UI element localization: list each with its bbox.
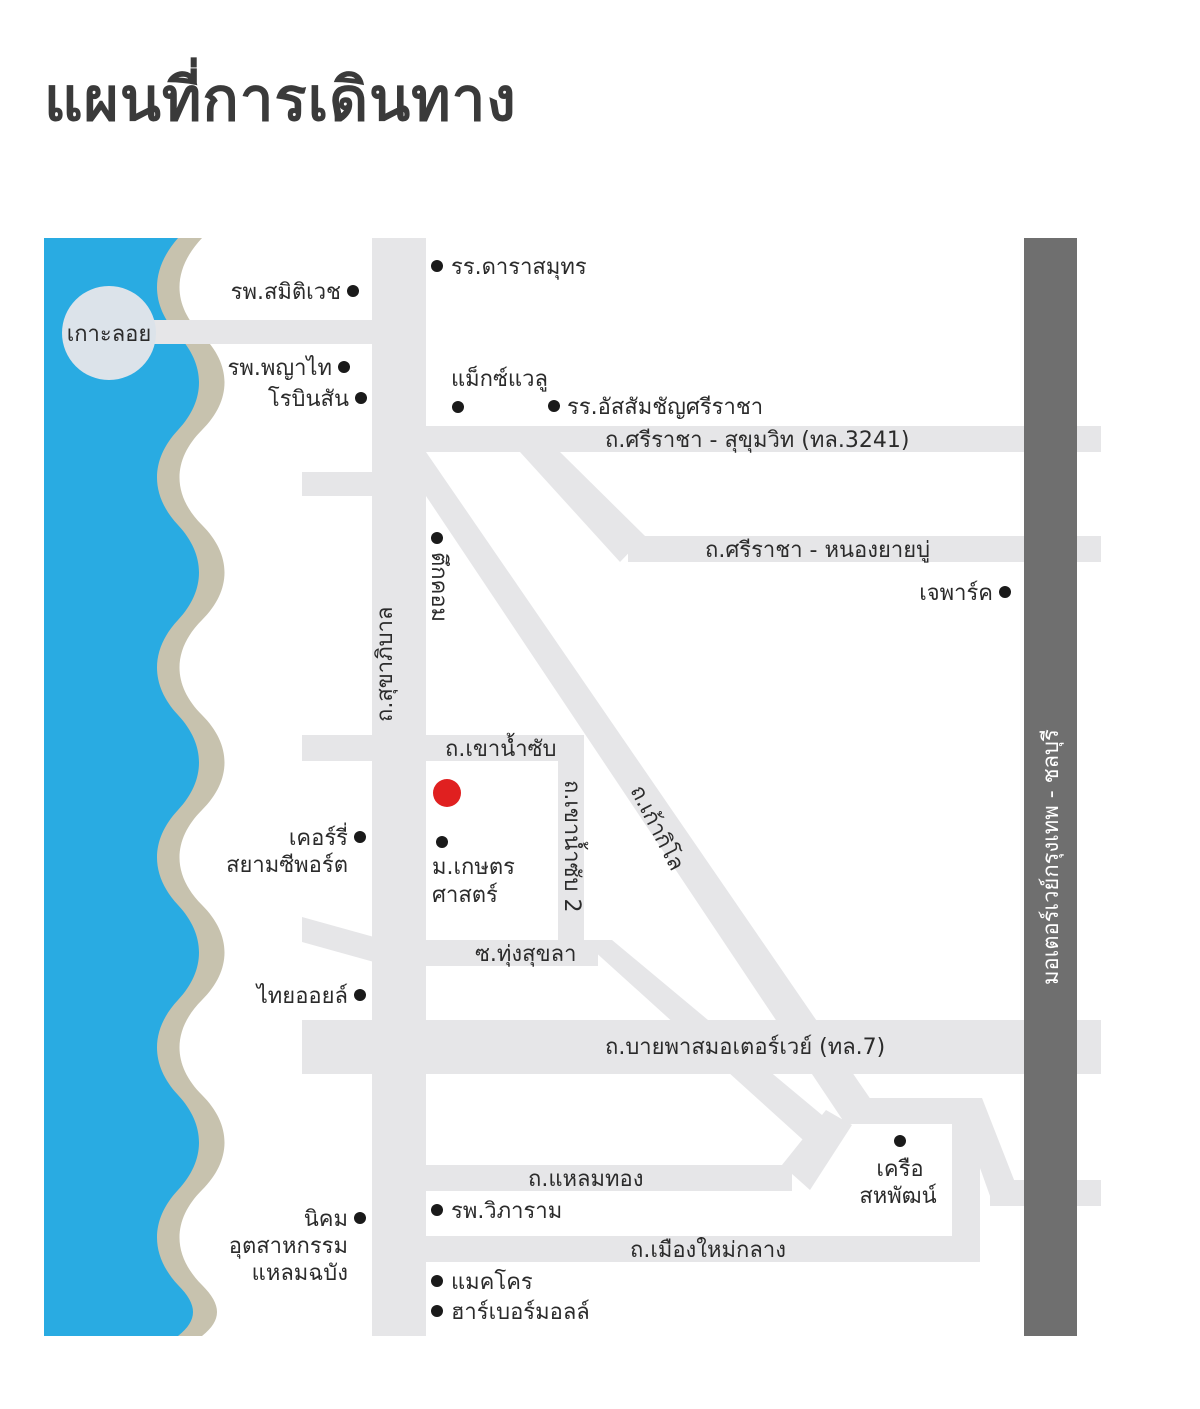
poi-dot-dara <box>431 260 443 272</box>
poi-label-samitivej: รพ.สมิติเวช <box>231 280 341 305</box>
road-nongyaibu-diagonal <box>520 452 645 562</box>
road-label-thungsukla: ซ.ทุ่งสุขลา <box>475 942 576 967</box>
poi-dot-assumption <box>548 400 560 412</box>
poi-dots <box>338 260 1011 1317</box>
poi-label-nikhom-1: นิคม <box>304 1207 348 1232</box>
poi-dot-carry <box>354 831 366 843</box>
road-khaonamsap <box>302 735 584 761</box>
road-label-muangmai: ถ.เมืองใหม่กลาง <box>630 1237 786 1263</box>
road-thungsukla-west <box>302 917 374 962</box>
poi-dot-maxvalu <box>452 401 464 413</box>
island-label: เกาะลอย <box>67 322 152 347</box>
poi-dot-kasetsart <box>436 836 448 848</box>
motorway-label: มอเตอร์เวย์กรุงเทพ - ชลบุรี <box>1039 729 1064 985</box>
road-label-sukhumvit: ถ.ศรีราชา - สุขุมวิท (ทล.3241) <box>605 428 909 453</box>
poi-dot-sahaphat <box>894 1135 906 1147</box>
poi-dot-makro <box>431 1275 443 1287</box>
poi-dot-samitivej <box>347 285 359 297</box>
poi-label-harbor: ฮาร์เบอร์มอลล์ <box>451 1300 590 1325</box>
poi-dot-harbor <box>431 1305 443 1317</box>
road-sukhumvit <box>426 426 1101 452</box>
poi-dot-vibharam <box>431 1204 443 1216</box>
poi-dot-tuk-com <box>431 532 443 544</box>
poi-label-robinson: โรบินสัน <box>268 386 349 412</box>
poi-label-dara: รร.ดาราสมุทร <box>451 255 587 280</box>
poi-label-phyathai: รพ.พญาไท <box>228 355 332 381</box>
poi-label-vibharam: รพ.วิภาราม <box>451 1199 562 1224</box>
road-laemthong-bend <box>782 1110 852 1190</box>
road-label-khaonamsap: ถ.เขาน้ำซับ <box>445 733 557 762</box>
road-kaokilo <box>426 452 878 1125</box>
road-bypass <box>302 1020 1101 1074</box>
poi-label-kasetsart-1: ม.เกษตร <box>432 855 515 880</box>
road-muangmai <box>426 1236 980 1262</box>
road-sahaphat-loop <box>842 1098 952 1124</box>
poi-dot-nikhom <box>354 1212 366 1224</box>
poi-label-sahaphat-1: เครือ <box>876 1157 923 1182</box>
road-label-khaonamsap2: ถ.เขาน้ำซับ 2 <box>559 780 588 913</box>
road-east-diagonal <box>955 1098 1018 1196</box>
poi-label-sahaphat-2: สหพัฒน์ <box>859 1184 937 1209</box>
road-sukhaphiban <box>372 238 426 1336</box>
poi-label-nikhom-3: แหลมฉบัง <box>252 1261 348 1286</box>
road-khaonamsap2 <box>558 760 584 940</box>
road-thungsukla <box>426 940 598 966</box>
poi-label-makro: แมคโคร <box>451 1269 533 1295</box>
road-label-laemthong: ถ.แหลมทอง <box>528 1167 643 1192</box>
poi-dot-thaioil <box>354 989 366 1001</box>
road-network <box>110 238 1101 1336</box>
road-label-sukhaphiban: ถ.สุขาภิบาล <box>373 607 398 722</box>
poi-label-jpark: เจพาร์ค <box>919 581 993 606</box>
poi-label-tuk-com: ตึกคอม <box>426 552 451 622</box>
poi-label-assumption: รร.อัสสัมชัญศรีราชา <box>567 395 763 420</box>
poi-dot-robinson <box>355 392 367 404</box>
poi-dot-phyathai <box>338 361 350 373</box>
road-nongyaibu <box>628 536 1101 562</box>
poi-label-carry-2: สยามซีพอร์ต <box>226 853 348 878</box>
poi-label-kasetsart-2: ศาสตร์ <box>432 883 498 908</box>
destination-marker[interactable] <box>433 779 461 807</box>
sea <box>44 238 199 1336</box>
road-laemthong <box>426 1165 792 1191</box>
poi-label-nikhom-2: อุตสาหกรรม <box>229 1234 348 1259</box>
poi-dot-jpark <box>999 586 1011 598</box>
motorway <box>1024 238 1077 1336</box>
page-title: แผนที่การเดินทาง <box>44 65 517 135</box>
poi-label-thaioil: ไทยออยล์ <box>255 983 348 1009</box>
poi-label-carry-1: เคอร์รี่ <box>289 822 348 851</box>
poi-label-maxvalu: แม็กซ์แวลู <box>451 364 548 392</box>
road-label-bypass: ถ.บายพาสมอเตอร์เวย์ (ทล.7) <box>605 1035 885 1060</box>
koh-loi-island <box>62 286 156 380</box>
road-west-stub <box>302 472 374 496</box>
road-label-nongyaibu: ถ.ศรีราชา - หนองยายบู่ <box>705 538 930 563</box>
